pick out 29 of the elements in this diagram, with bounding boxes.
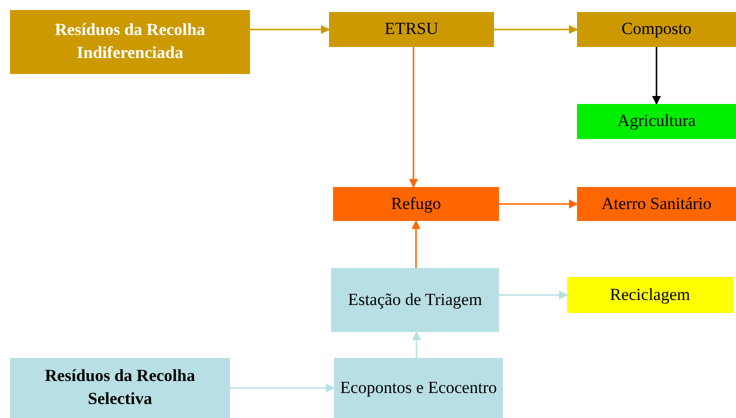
process-box <box>10 10 250 74</box>
process-box <box>334 358 503 418</box>
box-label: ETRSU <box>384 18 438 40</box>
box-label: Resíduos da Recolha Selectiva <box>44 365 196 410</box>
box-label: Refugo <box>390 192 442 215</box>
box-label: Agricultura <box>617 110 696 132</box>
arrow <box>409 47 418 188</box>
arrow <box>412 220 420 268</box>
arrow <box>250 25 330 34</box>
box-label: Composto <box>622 18 692 40</box>
process-box <box>331 268 499 332</box>
process-box <box>329 12 494 47</box>
arrow <box>230 384 335 392</box>
process-box <box>333 187 499 221</box>
process-box <box>577 12 736 47</box>
process-box <box>577 104 736 139</box>
arrow <box>412 331 421 358</box>
box-label: Ecopontos e Ecocentro <box>340 376 497 399</box>
process-box <box>577 187 736 221</box>
arrow <box>499 200 578 208</box>
process-box <box>567 277 733 313</box>
arrow <box>499 290 568 300</box>
arrow <box>652 47 661 105</box>
box-label: Resíduos da Recolha Indiferenciada <box>54 19 206 64</box>
process-box <box>10 358 230 418</box>
box-label: Aterro Sanitário <box>602 192 712 215</box>
box-label: Estação de Triagem <box>348 288 482 311</box>
box-label: Reciclagem <box>610 284 690 306</box>
arrow <box>494 25 578 34</box>
